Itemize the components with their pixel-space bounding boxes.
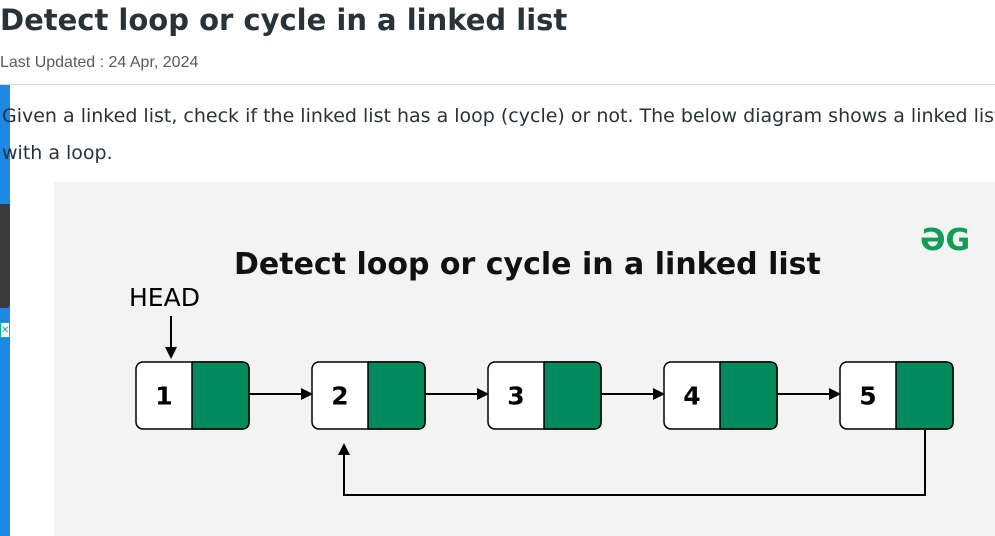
ad-panel: [0, 204, 10, 308]
diagram-title: Detect loop or cycle in a linked list: [234, 247, 821, 282]
node-pointer-cell: [719, 361, 778, 430]
linked-list-diagram: Detect loop or cycle in a linked list ƏG…: [54, 182, 995, 536]
node-4: 4: [663, 361, 778, 430]
node-1: 1: [135, 361, 250, 430]
node-label: 4: [683, 382, 700, 411]
page-title: Detect loop or cycle in a linked list: [0, 3, 568, 37]
node-label: 2: [331, 382, 348, 411]
node-label: 1: [155, 382, 172, 411]
node-pointer-cell: [895, 361, 954, 430]
sidebar-ad[interactable]: ✕: [0, 84, 10, 536]
head-label: HEAD: [129, 283, 200, 312]
gfg-logo: ƏG: [920, 223, 970, 258]
node-label: 5: [859, 382, 876, 411]
node-3: 3: [487, 361, 602, 430]
last-updated: Last Updated : 24 Apr, 2024: [0, 54, 199, 71]
node-pointer-cell: [367, 361, 426, 430]
loop-back-arrow: [338, 430, 926, 496]
node-5: 5: [839, 361, 954, 430]
node-pointer-cell: [543, 361, 602, 430]
diagram-svg: Detect loop or cycle in a linked list ƏG…: [129, 223, 970, 496]
nodes-layer: 1 2 3 4 5: [135, 361, 954, 430]
node-label: 3: [507, 382, 524, 411]
close-icon[interactable]: ✕: [0, 322, 10, 338]
intro-paragraph: Given a linked list, check if the linked…: [2, 105, 995, 164]
node-pointer-cell: [191, 361, 250, 430]
node-2: 2: [311, 361, 426, 430]
divider: [0, 84, 995, 85]
